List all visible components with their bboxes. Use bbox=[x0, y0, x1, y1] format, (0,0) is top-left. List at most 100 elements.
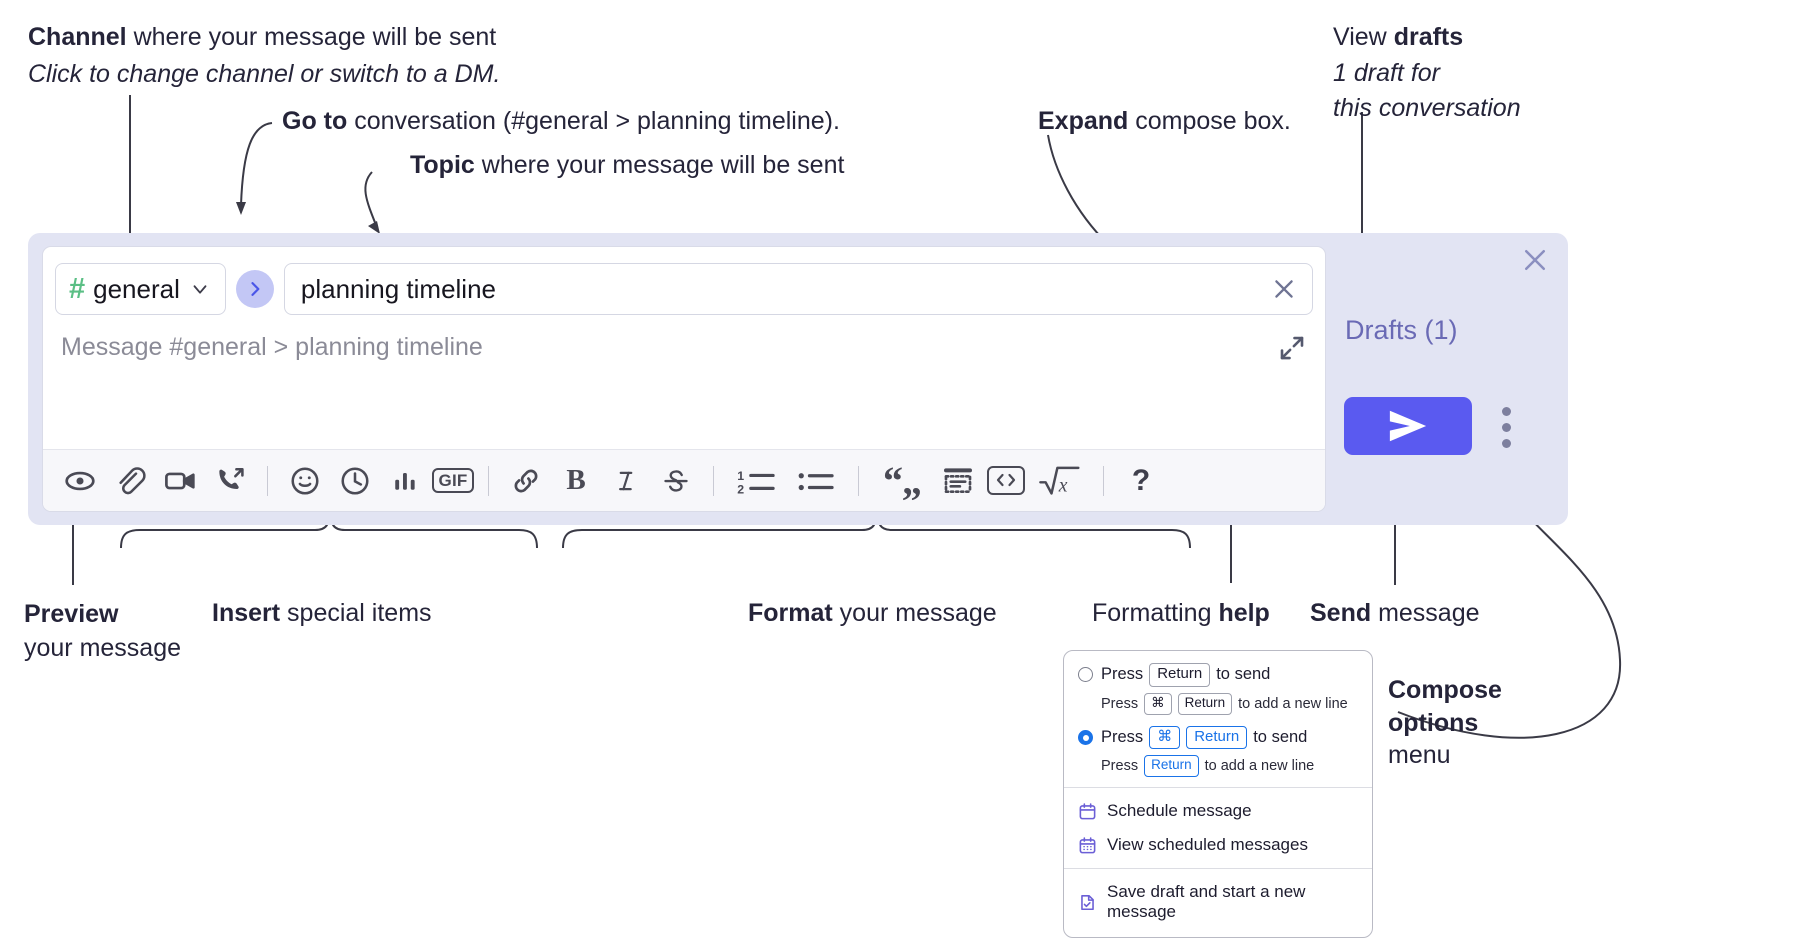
annotation-drafts-italic2: this conversation bbox=[1333, 94, 1521, 122]
topic-input[interactable]: planning timeline bbox=[283, 263, 1313, 315]
preview-icon[interactable] bbox=[55, 458, 105, 504]
annotation-format-rest: your message bbox=[832, 599, 997, 627]
radio-selected-icon[interactable] bbox=[1078, 730, 1093, 745]
annotation-drafts-lead: View bbox=[1333, 23, 1394, 51]
menu-item-label: View scheduled messages bbox=[1107, 835, 1308, 855]
key-return: Return bbox=[1144, 755, 1199, 778]
annotation-goto-rest: conversation (#general > planning timeli… bbox=[347, 107, 840, 135]
annotation-preview-rest: your message bbox=[24, 633, 182, 662]
option1-pre: Press bbox=[1101, 665, 1144, 684]
goto-conversation-button[interactable] bbox=[235, 270, 274, 308]
menu-item-label: Schedule message bbox=[1107, 801, 1252, 821]
annotation-send-rest: message bbox=[1371, 599, 1480, 627]
topic-value: planning timeline bbox=[300, 273, 497, 304]
annotation-preview: Preview your message bbox=[24, 598, 181, 665]
ordered-list-icon[interactable]: 1 2 bbox=[726, 458, 788, 504]
menu-group-schedule: Schedule message View scheduled messages bbox=[1064, 788, 1372, 868]
menu-item-schedule-message[interactable]: Schedule message bbox=[1064, 794, 1372, 828]
option2-sub-post: to add a new line bbox=[1204, 758, 1315, 775]
menu-divider bbox=[1064, 787, 1372, 789]
annotation-preview-bold: Preview bbox=[24, 600, 119, 628]
annotation-topic: Topic where your message will be sent bbox=[410, 150, 844, 182]
annotation-compose-options: Compose options menu bbox=[1388, 674, 1502, 772]
annotation-channel-bold: Channel bbox=[28, 23, 127, 51]
annotation-drafts-italic1: 1 draft for bbox=[1333, 58, 1440, 87]
compose-box: # general planning timeline bbox=[42, 246, 1326, 512]
calendar-clock-icon bbox=[1078, 802, 1097, 821]
formatting-toolbar: GIF B 1 2 bbox=[43, 449, 1325, 511]
compose-options-menu: Press Return to send Press ⌘ Return to a… bbox=[1063, 650, 1373, 939]
menu-item-save-draft[interactable]: Save draft and start a new message bbox=[1064, 875, 1372, 929]
option1-sub-post: to add a new line bbox=[1238, 695, 1348, 712]
blockquote-icon[interactable]: “„ bbox=[883, 457, 922, 503]
option2-pre: Press bbox=[1101, 728, 1144, 746]
channel-name: general bbox=[93, 273, 180, 304]
annotation-insert-rest: special items bbox=[280, 599, 432, 627]
annotation-channel-rest: where your message will be sent bbox=[126, 23, 497, 51]
chevron-right-icon bbox=[251, 282, 260, 296]
bulleted-list-icon[interactable] bbox=[788, 458, 846, 504]
send-paper-plane-icon bbox=[1389, 410, 1427, 442]
option2-sub-pre: Press bbox=[1101, 758, 1139, 775]
compose-options-button[interactable] bbox=[1492, 405, 1520, 449]
drafts-link[interactable]: Drafts (1) bbox=[1345, 315, 1458, 345]
poll-bar-chart-icon[interactable] bbox=[380, 458, 430, 504]
inline-code-icon[interactable] bbox=[983, 458, 1029, 504]
send-option-return-sub: Press ⌘ Return to add a new line bbox=[1064, 689, 1372, 717]
clock-icon[interactable] bbox=[330, 458, 380, 504]
chevron-down-icon bbox=[189, 278, 211, 300]
annotation-help-bold: help bbox=[1218, 599, 1270, 627]
link-icon[interactable] bbox=[501, 458, 551, 504]
send-option-cmd-return-sub: Press Return to add a new line bbox=[1064, 751, 1372, 779]
key-return: Return bbox=[1177, 692, 1233, 715]
send-option-return[interactable]: Press Return to send bbox=[1064, 661, 1372, 689]
annotation-topic-bold: Topic bbox=[410, 151, 475, 179]
annotation-channel: Channel where your message will be sent … bbox=[28, 22, 500, 90]
send-option-cmd-return[interactable]: Press ⌘ Return to send bbox=[1064, 724, 1372, 752]
toolbar-separator bbox=[713, 465, 714, 496]
annotation-send: Send message bbox=[1310, 598, 1480, 630]
annotation-expand: Expand compose box. bbox=[1038, 106, 1291, 138]
draft-check-icon bbox=[1078, 893, 1097, 912]
annotation-goto-bold: Go to bbox=[282, 107, 348, 135]
channel-selector[interactable]: # general bbox=[55, 263, 226, 315]
menu-item-label: Save draft and start a new message bbox=[1107, 882, 1306, 922]
radio-unselected-icon[interactable] bbox=[1078, 667, 1093, 683]
latex-math-icon[interactable]: x bbox=[1029, 458, 1091, 504]
more-options-dot bbox=[1501, 406, 1511, 416]
annotation-drafts-bold: drafts bbox=[1393, 23, 1464, 51]
attachment-icon[interactable] bbox=[105, 458, 155, 504]
help-question-icon[interactable]: ? bbox=[1131, 463, 1151, 497]
key-return: Return bbox=[1149, 663, 1211, 687]
send-button[interactable] bbox=[1344, 397, 1472, 455]
gif-icon[interactable]: GIF bbox=[430, 458, 476, 504]
video-camera-icon[interactable] bbox=[155, 458, 205, 504]
toolbar-separator bbox=[858, 465, 859, 496]
annotation-channel-italic: Click to change channel or switch to a D… bbox=[28, 59, 501, 88]
menu-item-view-scheduled[interactable]: View scheduled messages bbox=[1064, 828, 1372, 862]
strikethrough-icon[interactable] bbox=[651, 458, 701, 504]
annotation-format-bold: Format bbox=[748, 599, 833, 627]
svg-text:2: 2 bbox=[737, 482, 744, 496]
calendar-grid-icon bbox=[1078, 836, 1097, 855]
option2-post: to send bbox=[1253, 728, 1308, 746]
code-block-icon[interactable] bbox=[933, 458, 983, 504]
compose-panel: # general planning timeline bbox=[28, 233, 1568, 525]
annotation-formatting-help: Formatting help bbox=[1092, 598, 1270, 630]
panel-close-icon[interactable] bbox=[1520, 245, 1550, 275]
message-placeholder: Message #general > planning timeline bbox=[61, 333, 483, 361]
message-input[interactable]: Message #general > planning timeline bbox=[43, 319, 1325, 449]
annotation-drafts: View drafts 1 draft for this conversatio… bbox=[1333, 22, 1521, 125]
italic-icon[interactable] bbox=[601, 458, 651, 504]
emoji-icon[interactable] bbox=[280, 458, 330, 504]
expand-icon[interactable] bbox=[1277, 333, 1307, 368]
phone-forward-icon[interactable] bbox=[205, 458, 255, 504]
annotation-compose-rest: menu bbox=[1388, 741, 1451, 769]
annotation-insert-bold: Insert bbox=[212, 599, 281, 627]
more-options-dot bbox=[1501, 438, 1511, 448]
option1-post: to send bbox=[1216, 665, 1271, 684]
close-icon[interactable] bbox=[1270, 275, 1298, 303]
annotation-help-lead: Formatting bbox=[1092, 599, 1219, 627]
bold-icon[interactable]: B bbox=[566, 464, 586, 496]
annotation-insert: Insert special items bbox=[212, 598, 432, 630]
